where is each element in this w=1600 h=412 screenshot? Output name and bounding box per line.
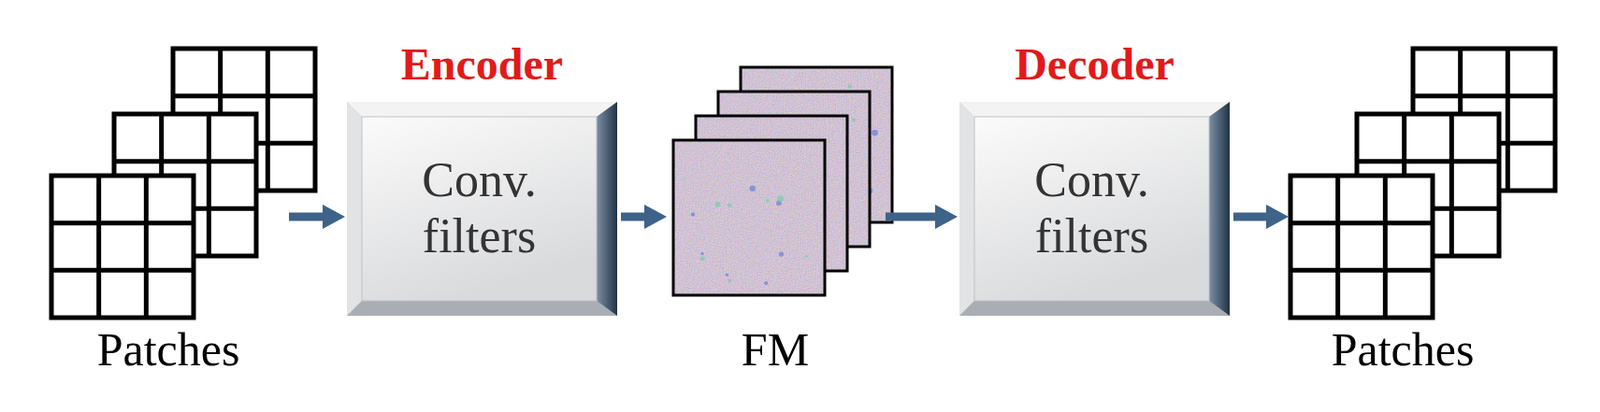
input-patches: Patches [51, 48, 286, 378]
patch-grid [1290, 175, 1433, 318]
box-text: Conv. filters [998, 152, 1186, 265]
part-label: Patches [1331, 323, 1475, 378]
patch-grids [51, 48, 1556, 318]
flow-arrow [288, 213, 323, 222]
feature-map-group: FM [668, 48, 882, 378]
flow-arrow [1233, 213, 1267, 222]
box-text: Conv. filters [386, 152, 574, 265]
patch-grid [51, 175, 194, 318]
encoder-box: EncoderConv. filters [346, 101, 618, 317]
stage-heading: Decoder [959, 38, 1230, 91]
stage-heading: Encoder [346, 38, 618, 91]
output-patches: Patches [1290, 48, 1515, 378]
feature-map [673, 140, 825, 296]
feature-maps [673, 67, 893, 296]
part-label: Patches [97, 323, 241, 378]
flow-arrow [620, 213, 645, 222]
flow-arrow [885, 213, 936, 222]
part-label: FM [741, 323, 809, 378]
decoder-box: DecoderConv. filters [959, 101, 1230, 317]
